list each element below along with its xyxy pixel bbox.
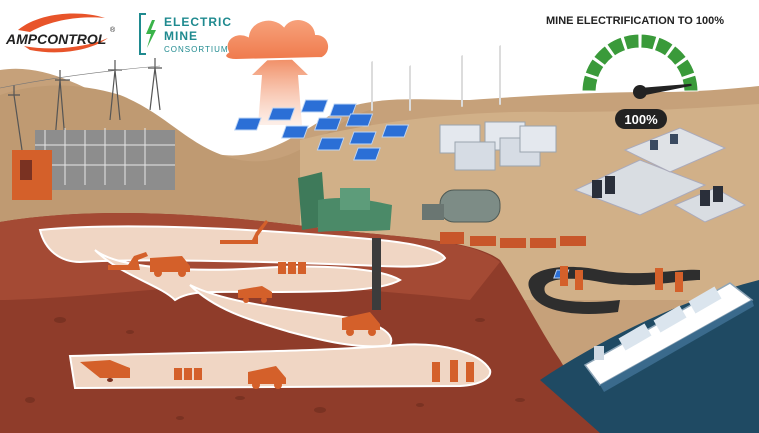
consortium-line2: MINE <box>164 29 198 43</box>
ampcontrol-wordmark: AMPCONTROL <box>5 31 106 47</box>
mine-shaft <box>372 238 381 310</box>
transmission-towers <box>0 58 162 151</box>
gauge-segment <box>581 74 599 92</box>
earth-pebbles <box>25 317 525 420</box>
gauge-segment <box>681 74 699 92</box>
emission-arrow <box>252 48 308 125</box>
gauge-title: MINE ELECTRIFICATION TO 100% <box>546 15 724 27</box>
cargo-ship <box>583 282 754 392</box>
wind-turbines <box>351 15 529 111</box>
gauge-readout: 100% <box>624 112 658 127</box>
gauge-segment <box>593 45 615 67</box>
ampcontrol-logo: AMPCONTROL ® <box>5 13 116 53</box>
processing-plant <box>298 172 392 232</box>
gauge-needle-icon <box>633 83 692 99</box>
grinding-mill <box>422 189 501 223</box>
gauge-segment <box>665 45 687 67</box>
ampcontrol-swoosh-icon <box>18 13 105 32</box>
lightning-icon <box>146 20 156 48</box>
gauge-segments <box>581 33 699 92</box>
electric-mine-consortium-logo: ELECTRIC MINE CONSORTIUM <box>139 13 232 55</box>
surface-hill-back <box>0 85 380 240</box>
gauge-segment <box>640 33 658 51</box>
underground-machines <box>80 220 683 389</box>
bracket-left-icon <box>139 13 146 55</box>
consortium-line3: CONSORTIUM <box>164 45 229 54</box>
substation <box>12 128 175 200</box>
electrification-gauge: MINE ELECTRIFICATION TO 100% 100% <box>546 15 724 129</box>
control-room <box>573 127 747 223</box>
gauge-segment <box>584 58 605 79</box>
gauge-segment <box>606 36 627 57</box>
battery-storage <box>439 121 557 171</box>
registered-mark: ® <box>110 26 116 34</box>
gauge-segment <box>622 33 640 51</box>
gauge-segment <box>675 58 696 79</box>
gauge-readout-pill <box>615 109 667 129</box>
gauge-segment <box>653 36 674 57</box>
solar-panels <box>234 99 570 279</box>
ore-train <box>440 232 586 248</box>
consortium-line1: ELECTRIC <box>164 15 232 29</box>
cloud-icon <box>224 18 331 62</box>
